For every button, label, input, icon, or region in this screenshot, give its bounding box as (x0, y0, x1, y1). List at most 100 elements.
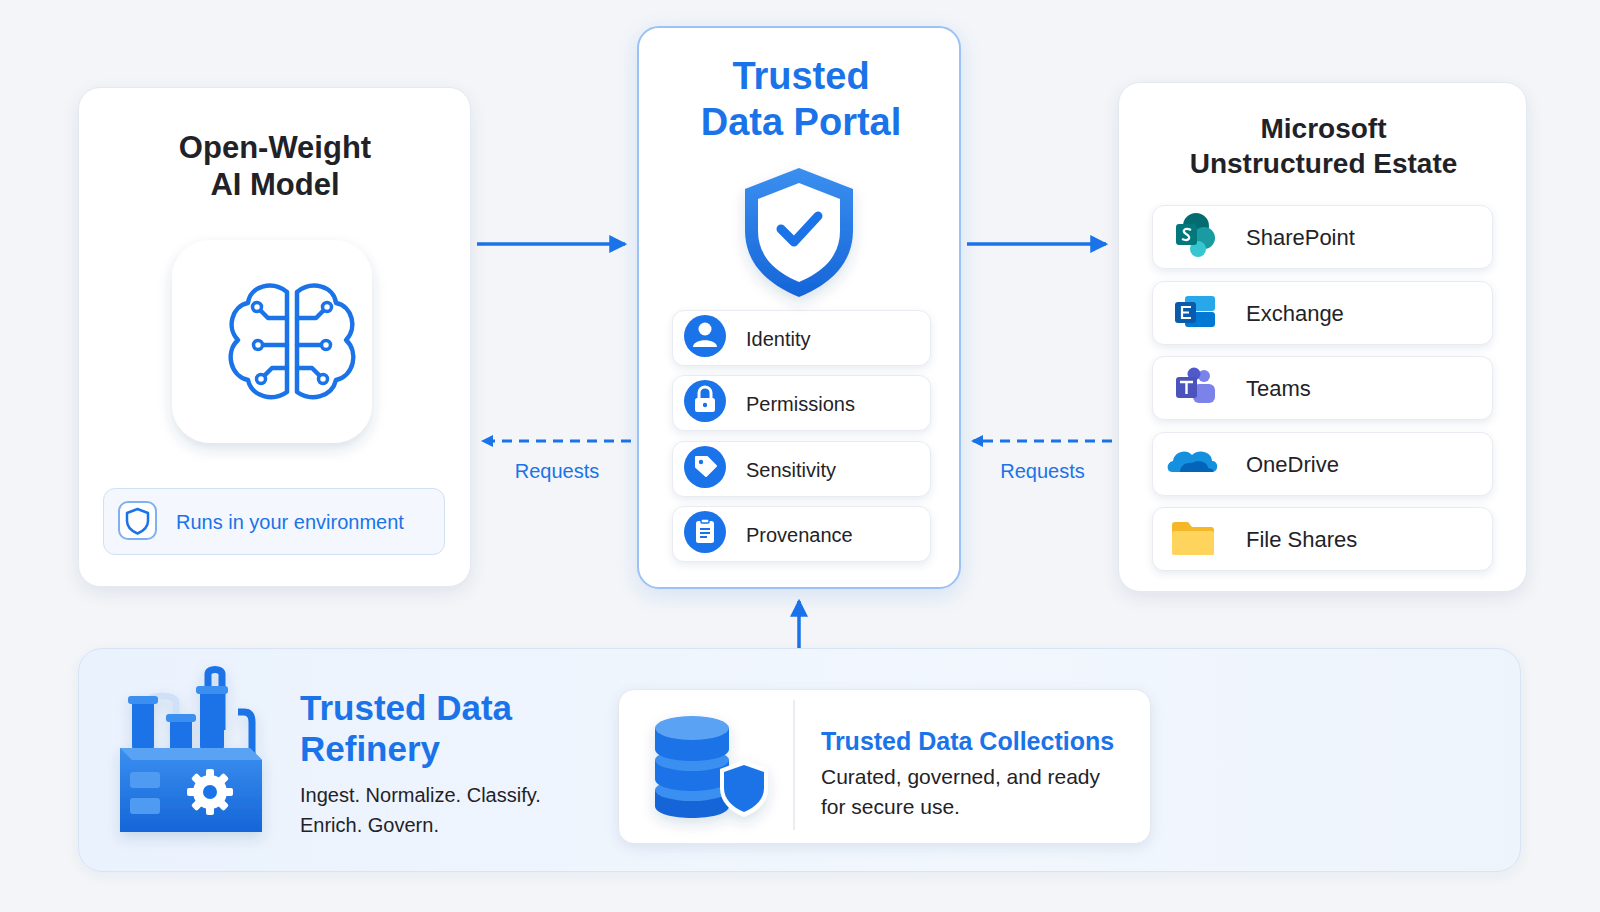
brain-icon (172, 240, 372, 443)
brain-icon-part-part (297, 368, 320, 376)
refinery-gear-icon-part-part (191, 773, 229, 811)
text-slot: OneDrive (1246, 451, 1339, 480)
source-item: SharePoint (1152, 205, 1493, 269)
brain-icon-part-part (322, 341, 331, 350)
teams-icon-part (1198, 370, 1210, 382)
collections-title: Trusted Data Collections (821, 726, 1114, 757)
teams-icon (1176, 368, 1215, 404)
exchange-icon (1175, 296, 1215, 327)
request-connector (483, 440, 631, 443)
provenance-icon-part (684, 511, 726, 553)
text-slot: Provenance (746, 522, 853, 548)
text-slot: Identity (746, 326, 810, 352)
permissions-icon-part (684, 380, 726, 422)
provenance-icon-part (700, 529, 710, 537)
item-label: Teams (1246, 375, 1311, 404)
text-slot: Microsoft Unstructured Estate (1181, 111, 1466, 181)
item-label: Provenance (746, 522, 853, 548)
refinery-gear-icon-part-part (187, 788, 233, 796)
source-item: Teams (1152, 356, 1493, 420)
refinery-icon-part (166, 714, 196, 722)
estate-card: Microsoft Unstructured EstateSharePointE… (1118, 82, 1527, 592)
control-item: Sensitivity (672, 441, 931, 497)
brain-icon-part-part (253, 303, 262, 312)
brain-icon-part-part (297, 310, 324, 318)
text-slot: Permissions (746, 391, 855, 417)
text-slot: SharePoint (1246, 224, 1355, 253)
refinery-icon-part (130, 798, 160, 814)
environment-shield-icon-part (119, 502, 156, 539)
environment-badge: Runs in your environment (103, 488, 445, 555)
identity-icon-part (693, 340, 717, 347)
badge-label: Runs in your environment (176, 509, 404, 535)
text-slot: Runs in your environment (176, 509, 404, 535)
sharepoint-icon-part (1176, 224, 1197, 245)
edge-label: Requests (511, 459, 604, 483)
identity-icon-part (699, 323, 712, 336)
brain-icon-part-part (254, 341, 263, 350)
brain-icon-part-part (260, 310, 287, 318)
database-icon-part (655, 749, 729, 771)
environment-shield-icon-part (127, 509, 148, 534)
refinery-icon-part (120, 748, 262, 760)
flow-connector (967, 242, 1106, 246)
control-item: Provenance (672, 506, 931, 562)
item-label: Sensitivity (746, 457, 836, 483)
brain-icon-part-part (262, 343, 287, 348)
database-icon-part (655, 790, 729, 818)
permissions-icon (684, 380, 726, 422)
control-item: Identity (672, 310, 931, 366)
refinery-icon (120, 670, 262, 833)
collections-body: Curated, governed, and ready for secure … (821, 762, 1113, 823)
refinery-icon-part (196, 686, 228, 694)
model-card: Open-Weight AI ModelRuns in your environ… (78, 87, 471, 587)
item-label: Identity (746, 326, 810, 352)
onedrive-icon-part (1168, 451, 1218, 472)
text-slot: File Shares (1246, 526, 1357, 555)
refinery-gear-icon-part (203, 785, 217, 799)
sensitivity-icon-part (684, 446, 726, 488)
item-label: Exchange (1246, 300, 1344, 329)
database-icon-part (655, 716, 729, 740)
provenance-icon (684, 511, 726, 553)
brain-icon-part (253, 303, 332, 384)
sharepoint-icon (1176, 213, 1215, 257)
exchange-icon-part (1185, 296, 1215, 311)
item-label: File Shares (1246, 526, 1357, 555)
permissions-icon-part (695, 398, 715, 412)
source-item: File Shares (1152, 507, 1493, 571)
brain-icon-part-part (297, 343, 322, 348)
brain-icon-part-part (257, 375, 266, 384)
brain-icon-part-part (323, 303, 332, 312)
exchange-icon-part (1185, 312, 1215, 327)
database-icon-part (655, 728, 729, 761)
refinery-icon-part (120, 748, 262, 832)
file-share-folder-icon (1172, 522, 1214, 555)
portal-shield-icon-part (781, 216, 818, 242)
file-share-folder-icon-part (1172, 531, 1214, 555)
sensitivity-icon-part (699, 460, 703, 464)
database-icon (655, 716, 768, 818)
database-icon-part (720, 760, 768, 817)
item-label: OneDrive (1246, 451, 1339, 480)
text-slot: Open-Weight AI Model (175, 129, 375, 203)
sharepoint-icon-part (1190, 241, 1206, 257)
refinery-icon-part (148, 696, 176, 728)
control-item: Permissions (672, 375, 931, 431)
text-slot: Trusted Data Refinery (300, 687, 560, 770)
sensitivity-icon (684, 446, 726, 488)
permissions-icon-part (699, 387, 711, 399)
identity-icon (684, 315, 726, 357)
text-slot: Exchange (1246, 300, 1344, 329)
collection-divider (793, 700, 795, 830)
brain-icon-part-part (297, 286, 353, 397)
band-title: Trusted Data Refinery (300, 687, 560, 770)
refinery-icon-part (200, 690, 224, 750)
portal-card: Trusted Data PortalIdentityPermissionsSe… (637, 26, 961, 589)
portal-shield-icon (745, 168, 853, 297)
permissions-icon-part (703, 403, 707, 407)
source-item: OneDrive (1152, 432, 1493, 496)
brain-icon-part-part (264, 368, 287, 376)
